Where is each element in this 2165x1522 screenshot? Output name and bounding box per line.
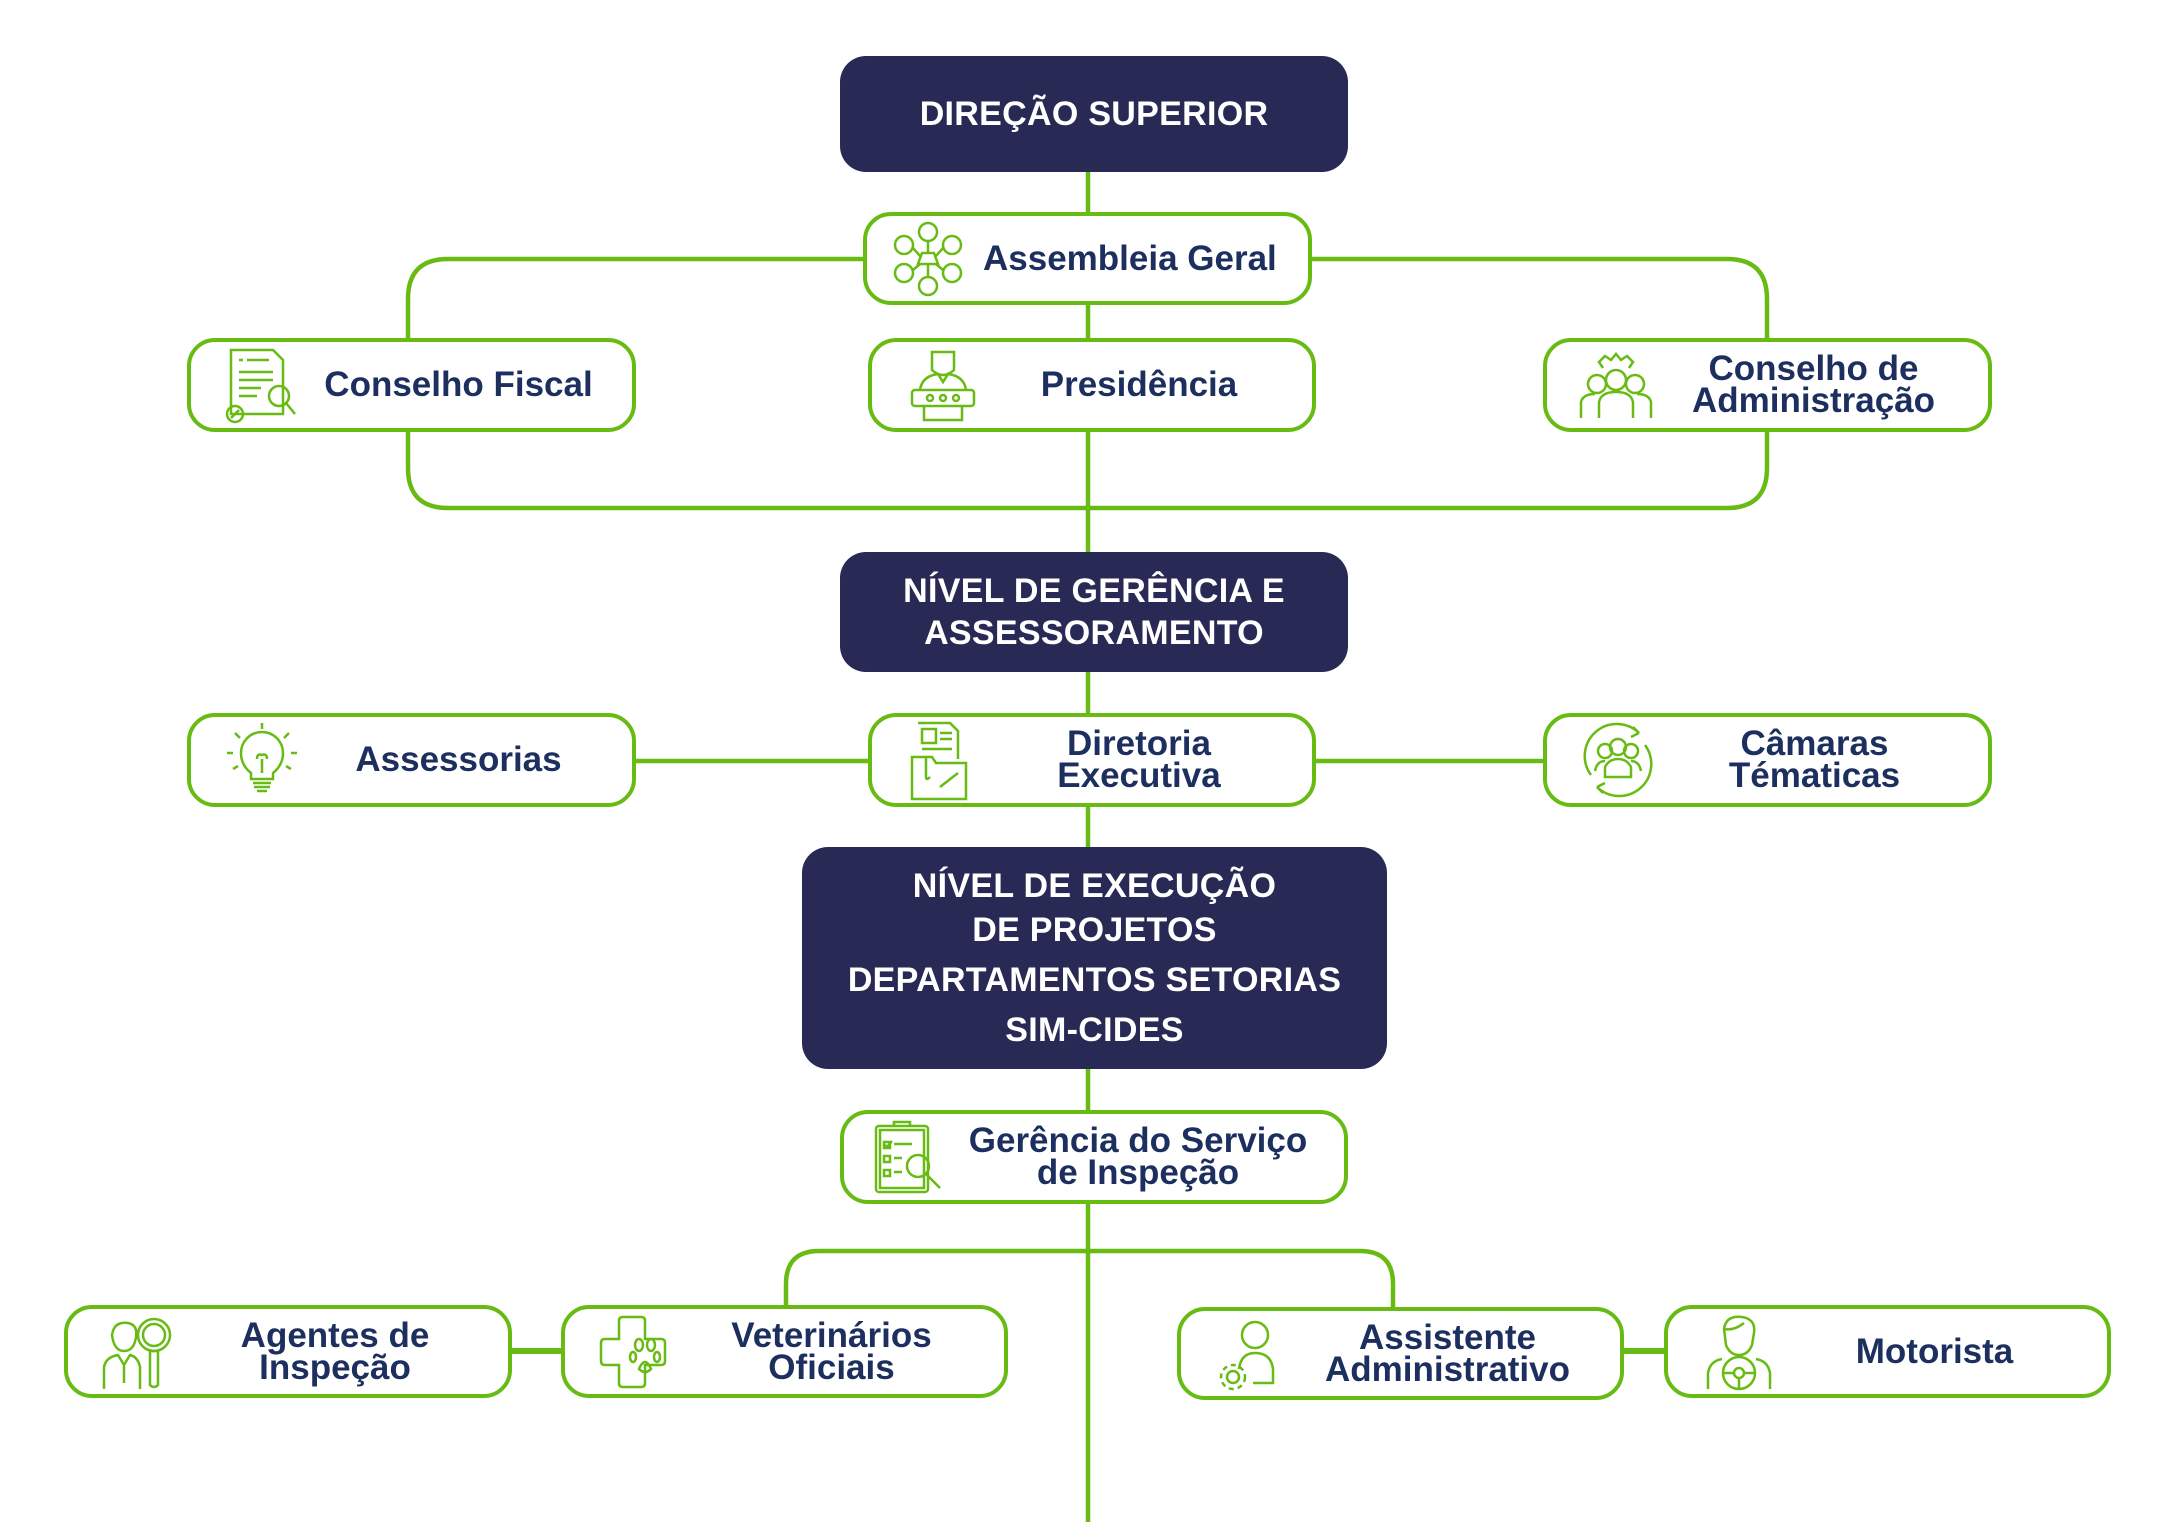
financial-audit-icon: [221, 344, 303, 426]
speaker-podium-icon: [902, 344, 984, 426]
level-title-line: ASSESSORAMENTO: [924, 614, 1264, 652]
node-label-line: Câmaras: [1740, 724, 1889, 763]
level-title-line: DE PROJETOS: [972, 911, 1217, 949]
node-motorista[interactable]: Motorista: [1664, 1305, 2111, 1398]
node-conselho-fiscal[interactable]: Conselho Fiscal: [187, 338, 636, 432]
node-label: Câmaras Tématicas: [1659, 724, 1988, 795]
level-title-line: NÍVEL DE GERÊNCIA E: [903, 572, 1285, 610]
node-label: Presidência: [984, 365, 1312, 404]
node-label-line: Tématicas: [1728, 756, 1901, 795]
node-assistente-administrativo[interactable]: Assistente Administrativo: [1177, 1307, 1624, 1400]
node-label-line: Diretoria: [1067, 724, 1211, 763]
node-label-line: Oficiais: [768, 1347, 895, 1387]
node-label-line: Administrativo: [1324, 1349, 1571, 1389]
team-gear-icon: [1575, 344, 1657, 426]
node-label-line: Conselho Fiscal: [324, 365, 593, 404]
level-gerencia-assessoramento: NÍVEL DE GERÊNCIA E ASSESSORAMENTO: [840, 552, 1348, 672]
node-gerencia-servico-inspecao[interactable]: Gerência do Serviço de Inspeção: [840, 1110, 1348, 1204]
node-label-line: Executiva: [1057, 756, 1221, 795]
node-assessorias[interactable]: Assessorias: [187, 713, 636, 807]
node-label-line: Conselho de: [1708, 349, 1919, 388]
node-label-line: Veterinários: [731, 1315, 932, 1355]
node-label: Assembleia Geral: [969, 238, 1308, 278]
node-assembleia-geral[interactable]: Assembleia Geral: [863, 212, 1312, 305]
node-label: Motorista: [1780, 1331, 2107, 1371]
node-diretoria-executiva[interactable]: Diretoria Executiva: [868, 713, 1316, 807]
lightbulb-icon: [221, 719, 303, 801]
node-agentes-inspecao[interactable]: Agentes de Inspeção: [64, 1305, 512, 1398]
node-label: Diretoria Executiva: [984, 724, 1312, 795]
node-label-line: Presidência: [1040, 365, 1238, 404]
connector-inspection-bracket: [783, 1248, 1396, 1307]
node-label-line: Administração: [1691, 381, 1936, 420]
node-label: Veterinários Oficiais: [677, 1315, 1004, 1387]
level-title-line: NÍVEL DE EXECUÇÃO: [912, 867, 1277, 905]
node-label-line: Motorista: [1855, 1331, 2014, 1371]
level-title-line: DEPARTAMENTOS SETORIAS: [847, 961, 1342, 999]
level-execucao-projetos: NÍVEL DE EXECUÇÃO DE PROJETOS DEPARTAMEN…: [802, 847, 1387, 1069]
network-people-icon: [887, 218, 969, 300]
node-label-line: Inspeção: [259, 1347, 411, 1387]
node-veterinarios-oficiais[interactable]: Veterinários Oficiais: [561, 1305, 1008, 1398]
node-label-line: de Inspeção: [1036, 1153, 1240, 1192]
level-title-line: SIM-CIDES: [1005, 1011, 1184, 1049]
group-cycle-icon: [1577, 719, 1659, 801]
node-label-line: Assistente: [1358, 1317, 1537, 1357]
clipboard-inspection-icon: [868, 1116, 950, 1198]
node-label: Gerência do Serviço de Inspeção: [950, 1121, 1344, 1192]
node-label-line: Gerência do Serviço: [968, 1121, 1308, 1160]
node-camaras-tematicas[interactable]: Câmaras Tématicas: [1543, 713, 1992, 807]
node-presidencia[interactable]: Presidência: [868, 338, 1316, 432]
vet-cross-paw-icon: [595, 1311, 677, 1393]
level-direcao-superior: DIREÇÃO SUPERIOR: [840, 56, 1348, 172]
node-label: Assessorias: [303, 740, 632, 779]
connector-council-bracket: [405, 256, 1770, 511]
driver-wheel-icon: [1698, 1311, 1780, 1393]
node-label: Conselho de Administração: [1657, 349, 1988, 420]
node-label: Assistente Administrativo: [1293, 1317, 1620, 1389]
node-label: Conselho Fiscal: [303, 365, 632, 404]
node-label-line: Assessorias: [355, 740, 562, 779]
node-label-line: Assembleia Geral: [983, 238, 1277, 278]
node-conselho-administracao[interactable]: Conselho de Administração: [1543, 338, 1992, 432]
level-title-line: DIREÇÃO SUPERIOR: [919, 95, 1269, 133]
inspector-magnifier-icon: [98, 1311, 180, 1393]
user-gear-icon: [1211, 1313, 1293, 1395]
node-label: Agentes de Inspeção: [180, 1315, 508, 1387]
document-folder-icon: [902, 719, 984, 801]
node-label-line: Agentes de: [240, 1315, 430, 1355]
